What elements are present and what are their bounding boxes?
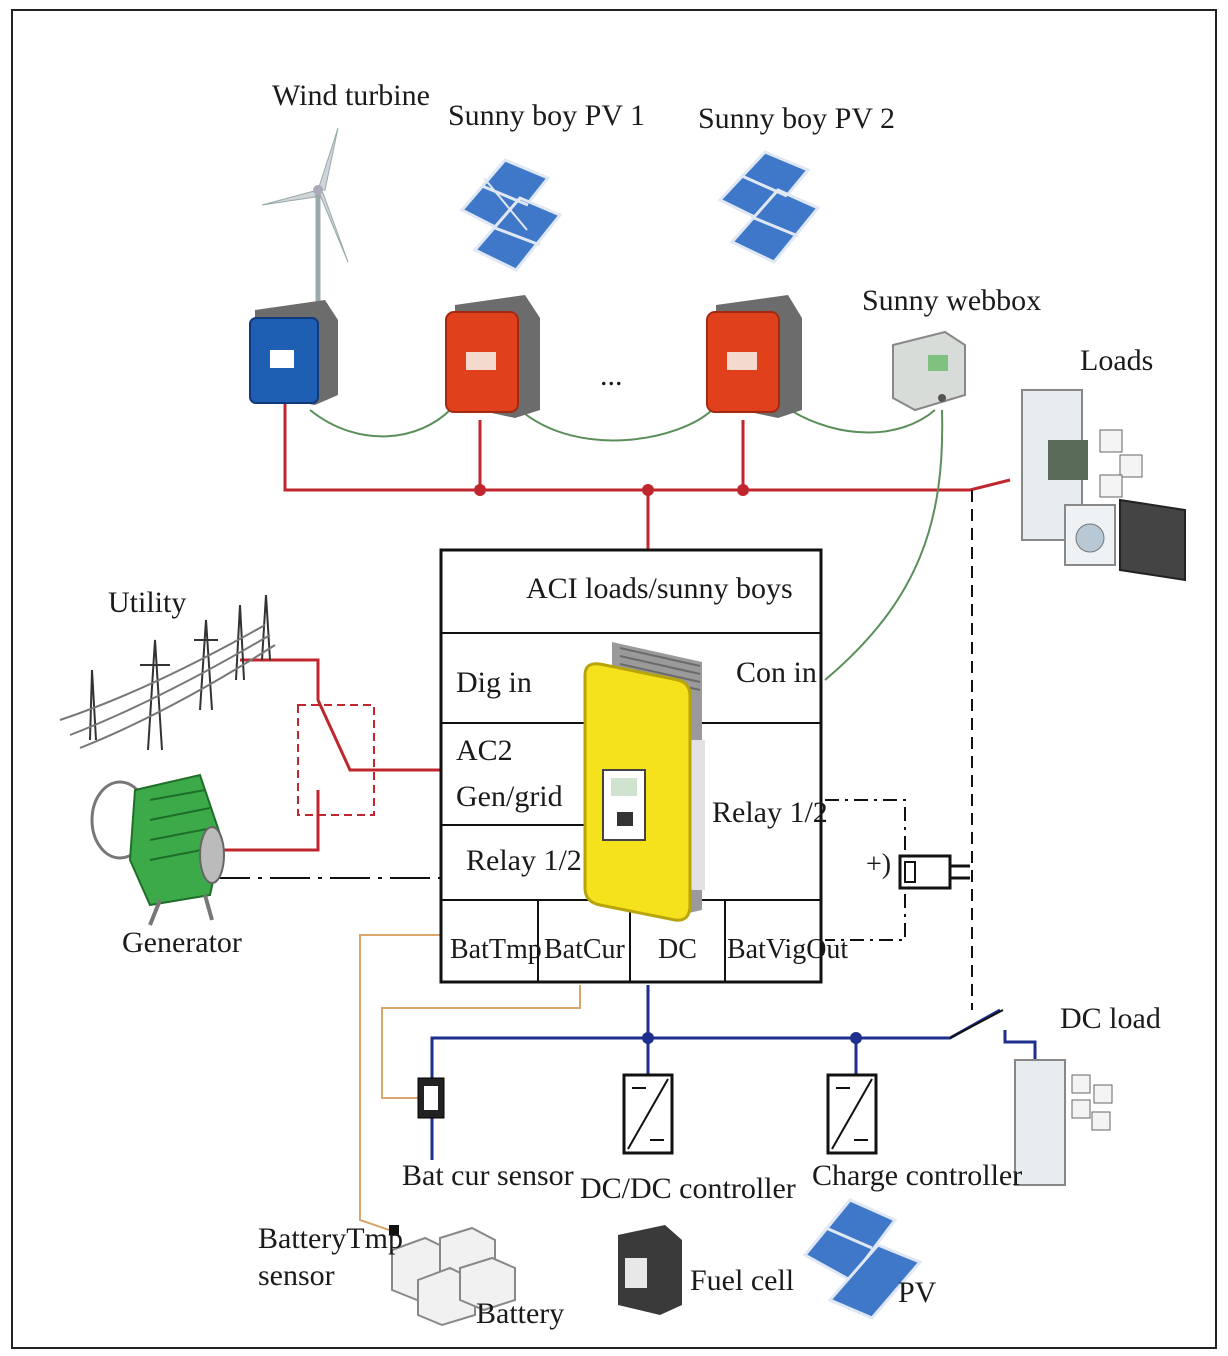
ac-bus [220, 400, 1011, 852]
generator-icon [90, 773, 225, 926]
label-pv: PV [898, 1276, 937, 1309]
sensor-lines [359, 934, 581, 1233]
panel-bat-cur: BatCur [544, 934, 626, 965]
label-sunny-webbox: Sunny webbox [862, 284, 1041, 317]
ac-bus-junctions [474, 484, 749, 496]
panel-ac2: AC2 [456, 734, 513, 767]
label-sunny-boy-pv2: Sunny boy PV 2 [698, 102, 895, 135]
panel-bat-tmp: BatTmp [450, 934, 542, 965]
communication-lines [309, 409, 944, 681]
label-wind-turbine: Wind turbine [272, 79, 430, 112]
label-utility: Utility [108, 586, 186, 619]
solar-panel-bottom-icon [802, 1198, 923, 1320]
sunny-boy-pv1-inverter-icon [445, 295, 540, 418]
label-polarity: +) [866, 849, 891, 880]
solar-panel-pv1-icon [459, 158, 563, 272]
dcdc-controller-icon [622, 1073, 674, 1155]
battery-icon [391, 1226, 516, 1327]
charge-controller-icon [826, 1073, 878, 1155]
solar-panel-pv2-icon [717, 150, 821, 264]
panel-dig-in: Dig in [456, 666, 532, 699]
panel-bat-vig-out: BatVigOut [727, 934, 848, 965]
label-dc-load: DC load [1060, 1002, 1161, 1035]
panel-relay-right: Relay 1/2 [712, 796, 828, 829]
battery-tmp-sensor-icon [389, 1225, 399, 1235]
label-fuel-cell: Fuel cell [690, 1264, 794, 1297]
sunny-island-inverter [583, 642, 705, 922]
utility-grid-icon [59, 594, 276, 751]
panel-gen-grid: Gen/grid [456, 780, 563, 813]
label-bat-cur-sensor: Bat cur sensor [402, 1159, 574, 1192]
panel-dc: DC [658, 934, 697, 965]
panel-header: ACI loads/sunny boys [526, 572, 793, 605]
label-sunny-boy-pv1: Sunny boy PV 1 [448, 99, 645, 132]
panel-con-in: Con in [736, 656, 817, 689]
ac-loads-icon [1021, 389, 1186, 582]
label-dcdc-controller: DC/DC controller [580, 1172, 796, 1205]
bat-cur-sensor-icon [417, 1077, 445, 1119]
windy-boy-inverter-icon [249, 300, 338, 405]
panel-relay-left: Relay 1/2 [466, 844, 582, 877]
relay-plug-icon [898, 854, 970, 890]
dc-load-switch [949, 1009, 1004, 1039]
transfer-switch-box [297, 704, 375, 816]
label-generator: Generator [122, 926, 242, 959]
dc-bus [430, 985, 1037, 1160]
outer-frame [11, 9, 1217, 1349]
label-battery-tmp-sensor-line2: sensor [258, 1259, 335, 1292]
dc-bus-junctions [642, 1032, 862, 1044]
dc-load-icon [1014, 1059, 1113, 1186]
label-battery: Battery [476, 1297, 564, 1330]
fuel-cell-icon [618, 1225, 682, 1315]
label-loads: Loads [1080, 344, 1153, 377]
label-battery-tmp-sensor-line1: BatteryTmp [258, 1222, 403, 1255]
wind-turbine-icon [261, 127, 349, 310]
sunny-webbox-icon [892, 330, 966, 412]
sunny-boy-pv2-inverter-icon [706, 295, 802, 418]
label-charge-controller: Charge controller [812, 1159, 1022, 1192]
label-ellipsis: ... [600, 359, 623, 392]
